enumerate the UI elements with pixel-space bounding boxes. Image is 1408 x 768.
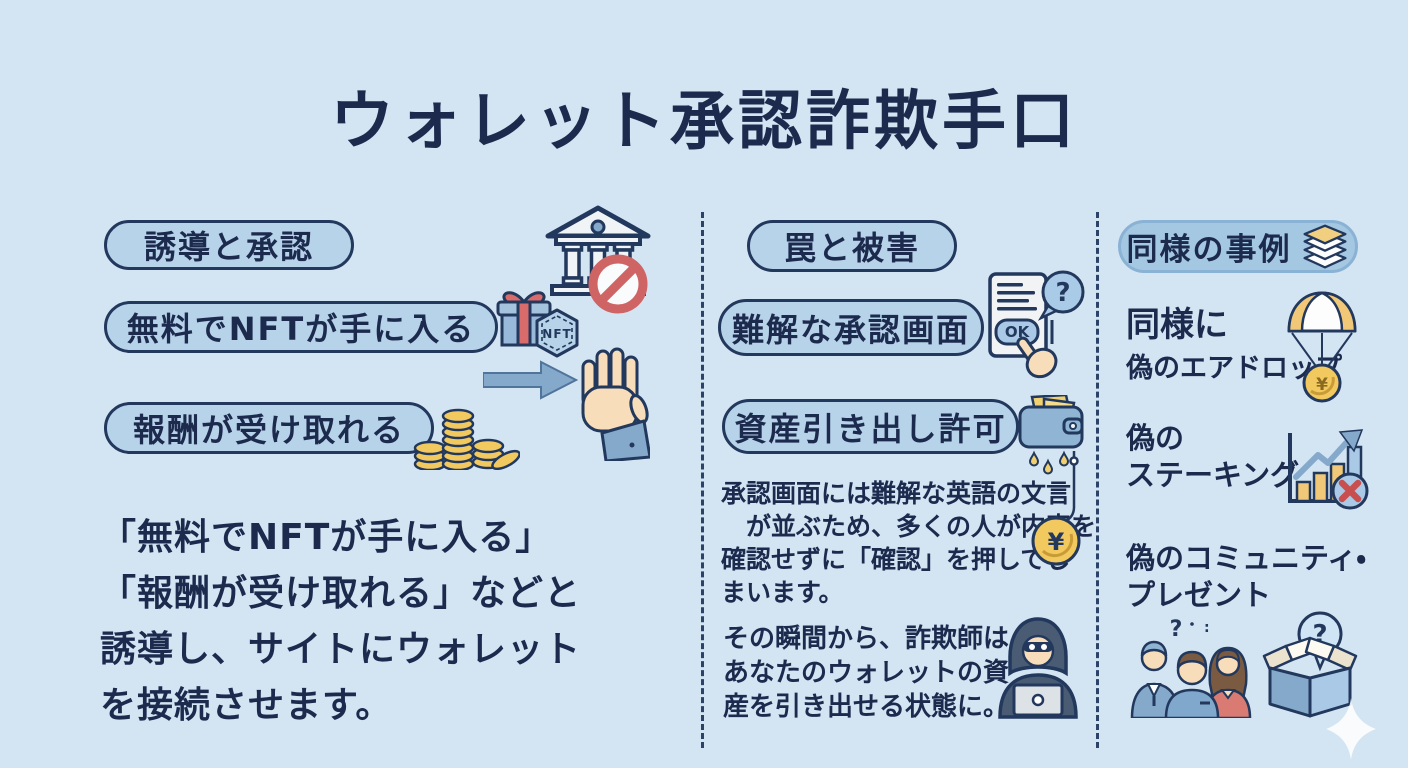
prohibition-icon [588, 254, 648, 314]
mystery-box-icon: ? [1262, 611, 1358, 718]
airdrop-parachute-icon: ¥ [1287, 291, 1357, 403]
badge-label: 報酬が受け取れる [132, 411, 405, 449]
yen-glyph: ¥ [1316, 375, 1328, 395]
leaking-wallet-hook-icon: ¥ [1018, 395, 1084, 566]
fake-community-text: 偽のコミュニティ・ プレゼント [1126, 541, 1367, 612]
badge-free-nft: 無料でNFTが手に入る [104, 301, 498, 353]
hacker-icon [998, 617, 1078, 719]
staking-chart-x-icon [1288, 429, 1369, 510]
pointer-hand-icon [1016, 336, 1058, 379]
badge-trap-damage: 罠と被害 [747, 220, 957, 272]
sparkle-icon [1326, 698, 1376, 760]
badge-asset-withdrawal-permission: 資産引き出し許可 [722, 399, 1019, 454]
badge-confusing-approval-screen: 難解な承認画面 [718, 299, 984, 356]
middle-paragraph-1: 承認画面には難解な英語の文言 が並ぶため、多くの人が内容を 確認せずに「確認」を… [721, 479, 1097, 607]
confused-people-icon: ? : [1130, 618, 1252, 718]
page-title: ウォレット承認詐欺手口 [330, 85, 1078, 159]
column-divider-left [701, 212, 704, 748]
nft-hexagon-icon: NFT [535, 308, 579, 358]
fake-staking-text: 偽の ステーキング [1126, 421, 1300, 492]
badge-receive-reward: 報酬が受け取れる [104, 402, 434, 454]
colon-glyph: : [1204, 620, 1210, 636]
column-divider-right [1096, 212, 1099, 748]
middle-paragraph-2: その瞬間から、詐欺師は あなたのウォレットの資 産を引き出せる状態に。 [723, 624, 1010, 722]
layers-icon [1302, 224, 1347, 269]
badge-label: 資産引き出し許可 [734, 409, 1007, 448]
badge-label: 同様の事例 [1126, 232, 1292, 268]
badge-label: 無料でNFTが手に入る [126, 310, 476, 348]
yen-glyph: ¥ [1048, 528, 1065, 556]
stop-hand-icon [581, 347, 650, 461]
badge-label: 難解な承認画面 [731, 310, 970, 349]
person-front [1164, 650, 1220, 718]
nft-label: NFT [542, 327, 571, 341]
badge-guidance-approval: 誘導と承認 [104, 220, 354, 270]
ok-button-label: OK [1005, 323, 1031, 341]
left-description: 「無料でNFTが手に入る」 「報酬が受け取れる」などと 誘導し、サイトにウォレッ… [100, 517, 582, 726]
arrow-right-icon [483, 360, 578, 400]
badge-label: 誘導と承認 [143, 228, 314, 266]
question-mark-glyph: ? [1170, 618, 1183, 642]
person-suit [1130, 640, 1178, 718]
question-mark-glyph: ? [1055, 278, 1070, 308]
badge-similar-cases: 同様の事例 [1118, 220, 1358, 273]
badge-label: 罠と被害 [783, 229, 920, 267]
approval-dialog-icon: ? OK [988, 270, 1085, 379]
similar-intro-text: 同様に [1126, 305, 1228, 345]
coins-icon [413, 408, 520, 470]
